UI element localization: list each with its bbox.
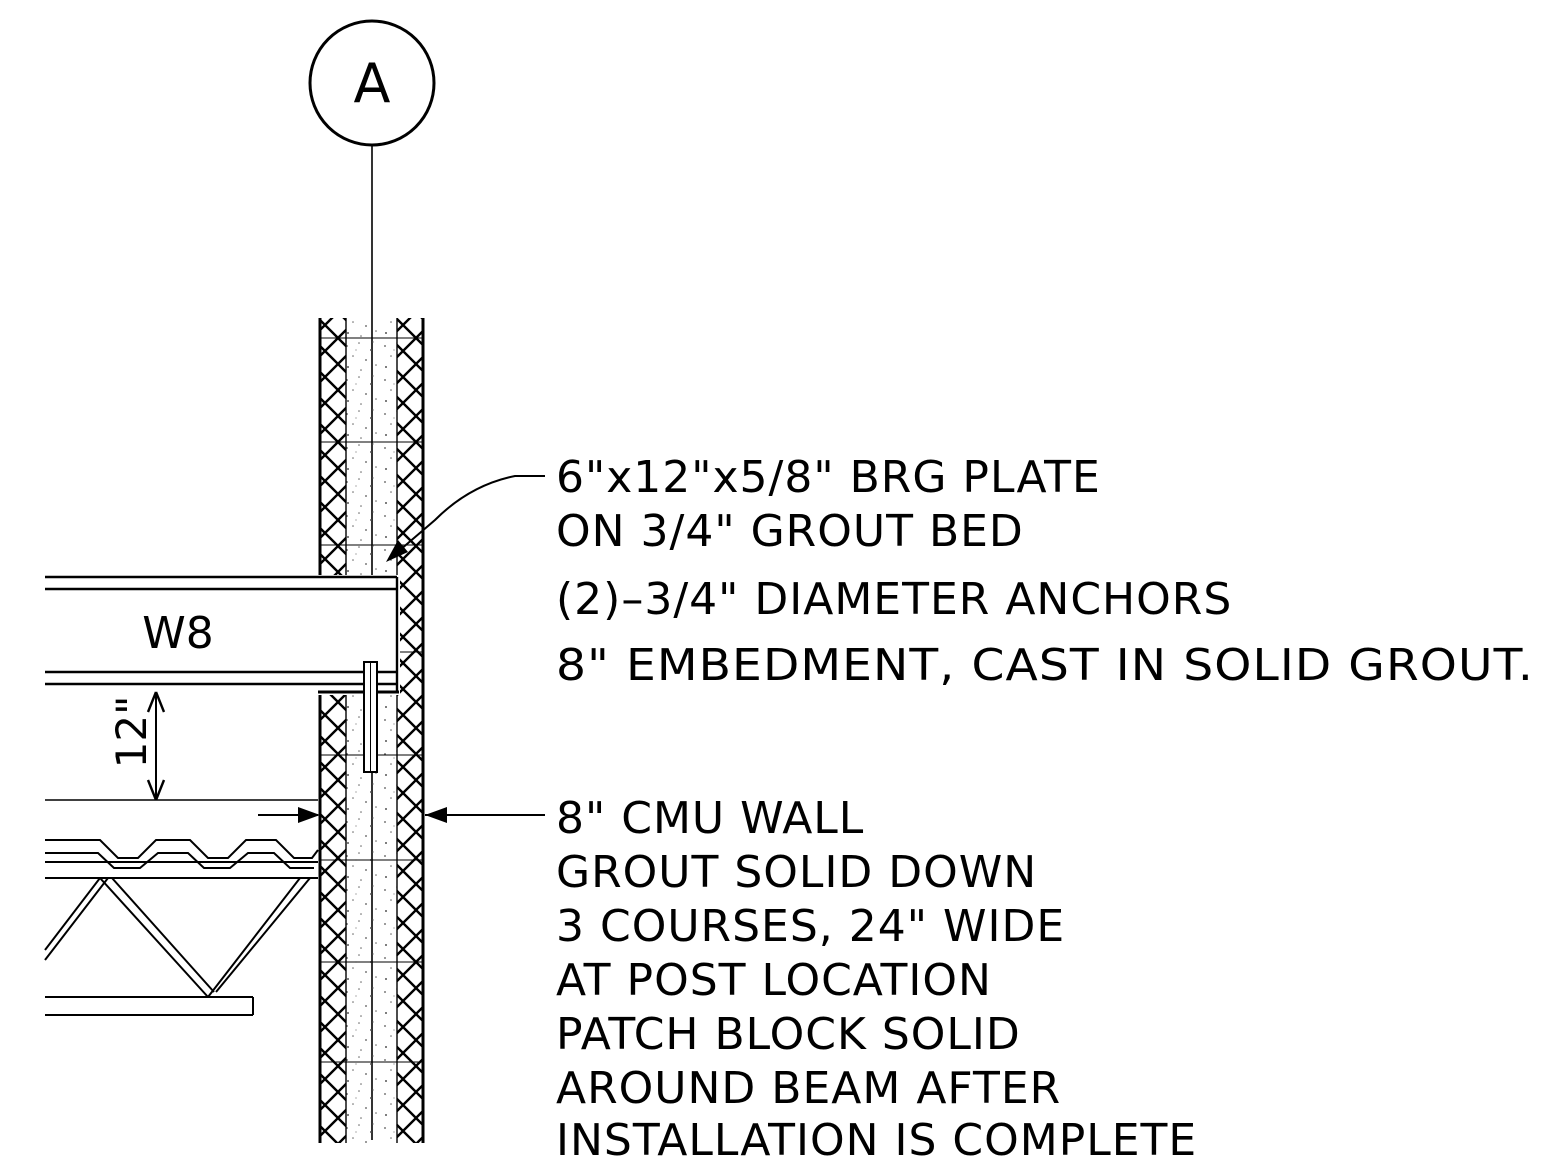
dimension-12in: 12" — [45, 691, 318, 801]
note-bearing-plate: 6"x12"x5/8" BRG PLATE ON 3/4" GROUT BED — [556, 452, 1101, 557]
cmu-face-shell-right — [397, 318, 423, 1143]
note-line: GROUT SOLID DOWN — [556, 847, 1037, 898]
steel-beam: W8 — [45, 575, 400, 695]
note-line: 3 COURSES, 24" WIDE — [556, 901, 1065, 952]
anchor-bolt — [363, 661, 378, 773]
note-line: 8" EMBEDMENT, CAST IN SOLID GROUT. — [556, 640, 1534, 691]
note-anchors: (2)–3/4" DIAMETER ANCHORS 8" EMBEDMENT, … — [556, 574, 1534, 691]
note-line: ON 3/4" GROUT BED — [556, 506, 1024, 557]
steel-joist — [44, 861, 318, 1016]
note-line: (2)–3/4" DIAMETER ANCHORS — [556, 574, 1232, 625]
beam-label: W8 — [142, 608, 214, 659]
note-line: INSTALLATION IS COMPLETE — [556, 1115, 1197, 1162]
bearing-plate-leader — [386, 475, 545, 562]
note-cmu-wall: 8" CMU WALL GROUT SOLID DOWN 3 COURSES, … — [556, 793, 1197, 1162]
metal-deck — [45, 839, 319, 869]
note-line: AT POST LOCATION — [556, 955, 992, 1006]
note-line: 6"x12"x5/8" BRG PLATE — [556, 452, 1101, 503]
cmu-face-shell-left — [320, 318, 346, 1143]
note-line: AROUND BEAM AFTER — [556, 1063, 1061, 1114]
grid-bubble-label: A — [354, 52, 391, 115]
note-line: 8" CMU WALL — [556, 793, 864, 844]
note-line: PATCH BLOCK SOLID — [556, 1009, 1021, 1060]
dimension-label: 12" — [107, 696, 156, 769]
wall-dimension-arrows — [258, 807, 545, 823]
